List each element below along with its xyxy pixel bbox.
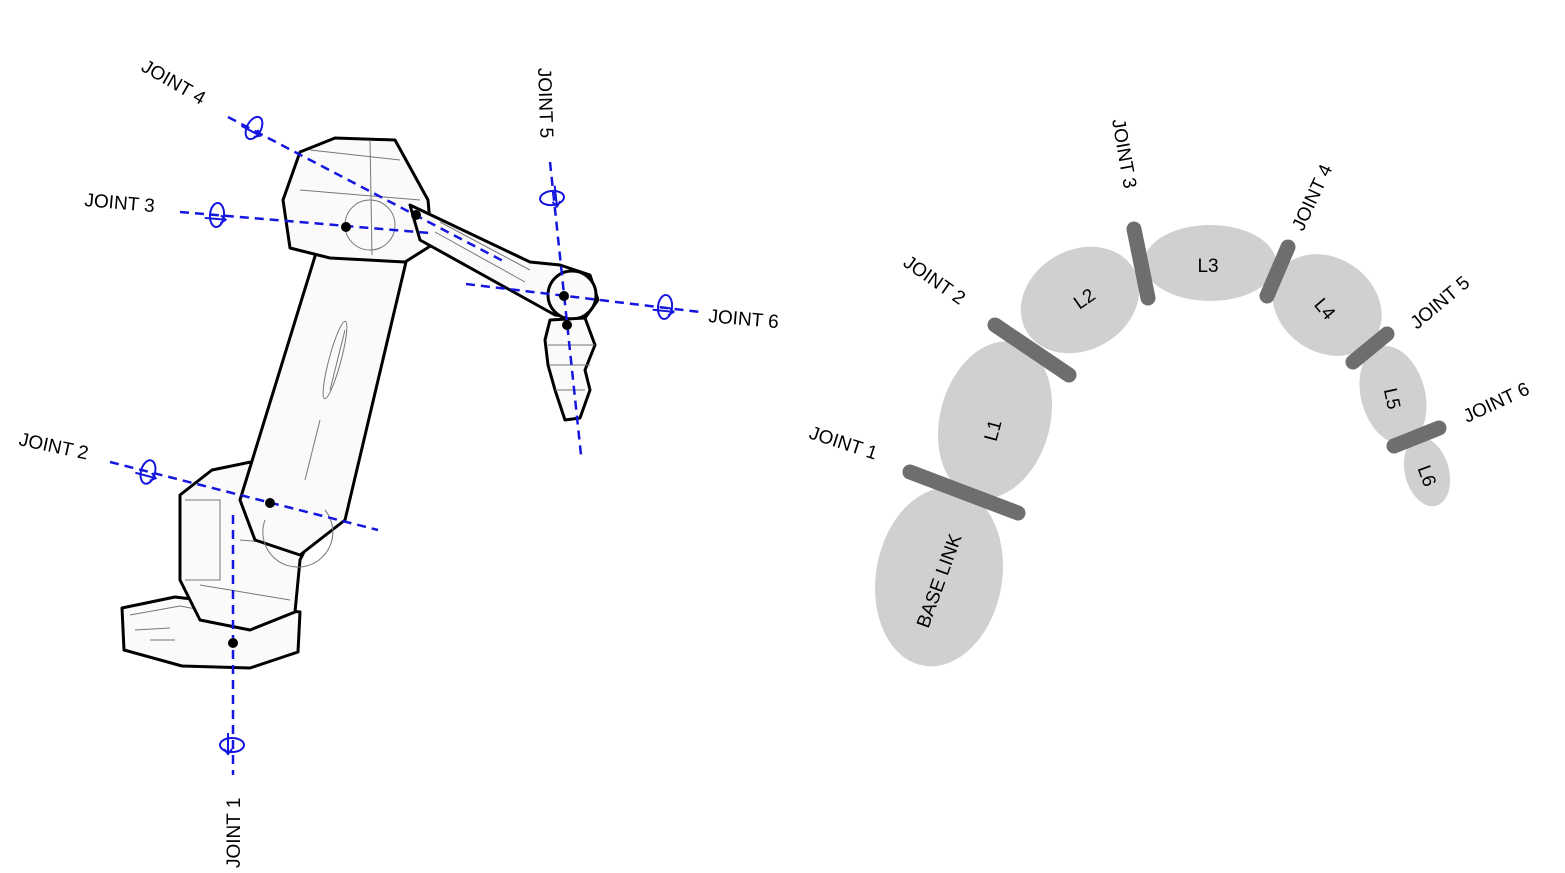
base-link	[875, 487, 1003, 667]
link-l2	[1020, 246, 1140, 354]
left-joint-3-label: JOINT 3	[84, 190, 156, 217]
link-l1	[937, 341, 1053, 499]
right-joint-2-label: JOINT 2	[899, 252, 969, 310]
right-joint-1-label: JOINT 1	[806, 423, 879, 465]
rotation-arrow-icon	[652, 294, 676, 320]
joint-5-axis	[548, 161, 583, 456]
robot-illustration	[120, 136, 600, 670]
left-joint-6-label: JOINT 6	[708, 306, 780, 333]
rotation-arrow-icon	[204, 202, 228, 228]
right-joint-4-label: JOINT 4	[1288, 161, 1337, 234]
joint-dots	[228, 210, 572, 648]
joint-4-axis	[227, 115, 506, 264]
right-joint-6-label: JOINT 6	[1460, 379, 1533, 428]
joint-1-bar	[902, 464, 1026, 521]
rotation-arrow-icon	[135, 459, 158, 485]
link-l3	[1144, 225, 1276, 301]
left-joint-4-label: JOINT 4	[138, 56, 210, 110]
l5-label: L5	[1379, 386, 1404, 411]
joint-3-axis	[179, 210, 431, 235]
link-l6	[1403, 437, 1451, 507]
rotation-arrow-icon	[241, 115, 264, 141]
link-l5	[1359, 345, 1427, 445]
right-joint-5-label: JOINT 5	[1407, 272, 1474, 333]
left-joint-1-label: JOINT 1	[224, 798, 245, 868]
joint-4-bar	[1259, 239, 1296, 304]
rotation-arrow-icon	[219, 733, 245, 756]
link-joint-schematic: BASE LINK L1 L2 L3 L4 L5 L6 JOINT 1 JOIN…	[806, 117, 1533, 667]
rotation-arrow-icon	[539, 185, 565, 209]
joint-5-bar	[1345, 326, 1395, 370]
left-joint-5-label: JOINT 5	[533, 67, 556, 138]
joint-3-bar	[1126, 221, 1156, 306]
right-joint-3-label: JOINT 3	[1107, 117, 1140, 190]
link-l4	[1272, 254, 1382, 356]
left-joint-2-label: JOINT 2	[17, 429, 90, 464]
joint-6-bar	[1386, 420, 1447, 454]
rotation-icons	[135, 115, 676, 756]
joint-2-bar	[987, 317, 1077, 383]
joint-6-axis	[465, 282, 701, 314]
l3-label: L3	[1197, 256, 1218, 277]
